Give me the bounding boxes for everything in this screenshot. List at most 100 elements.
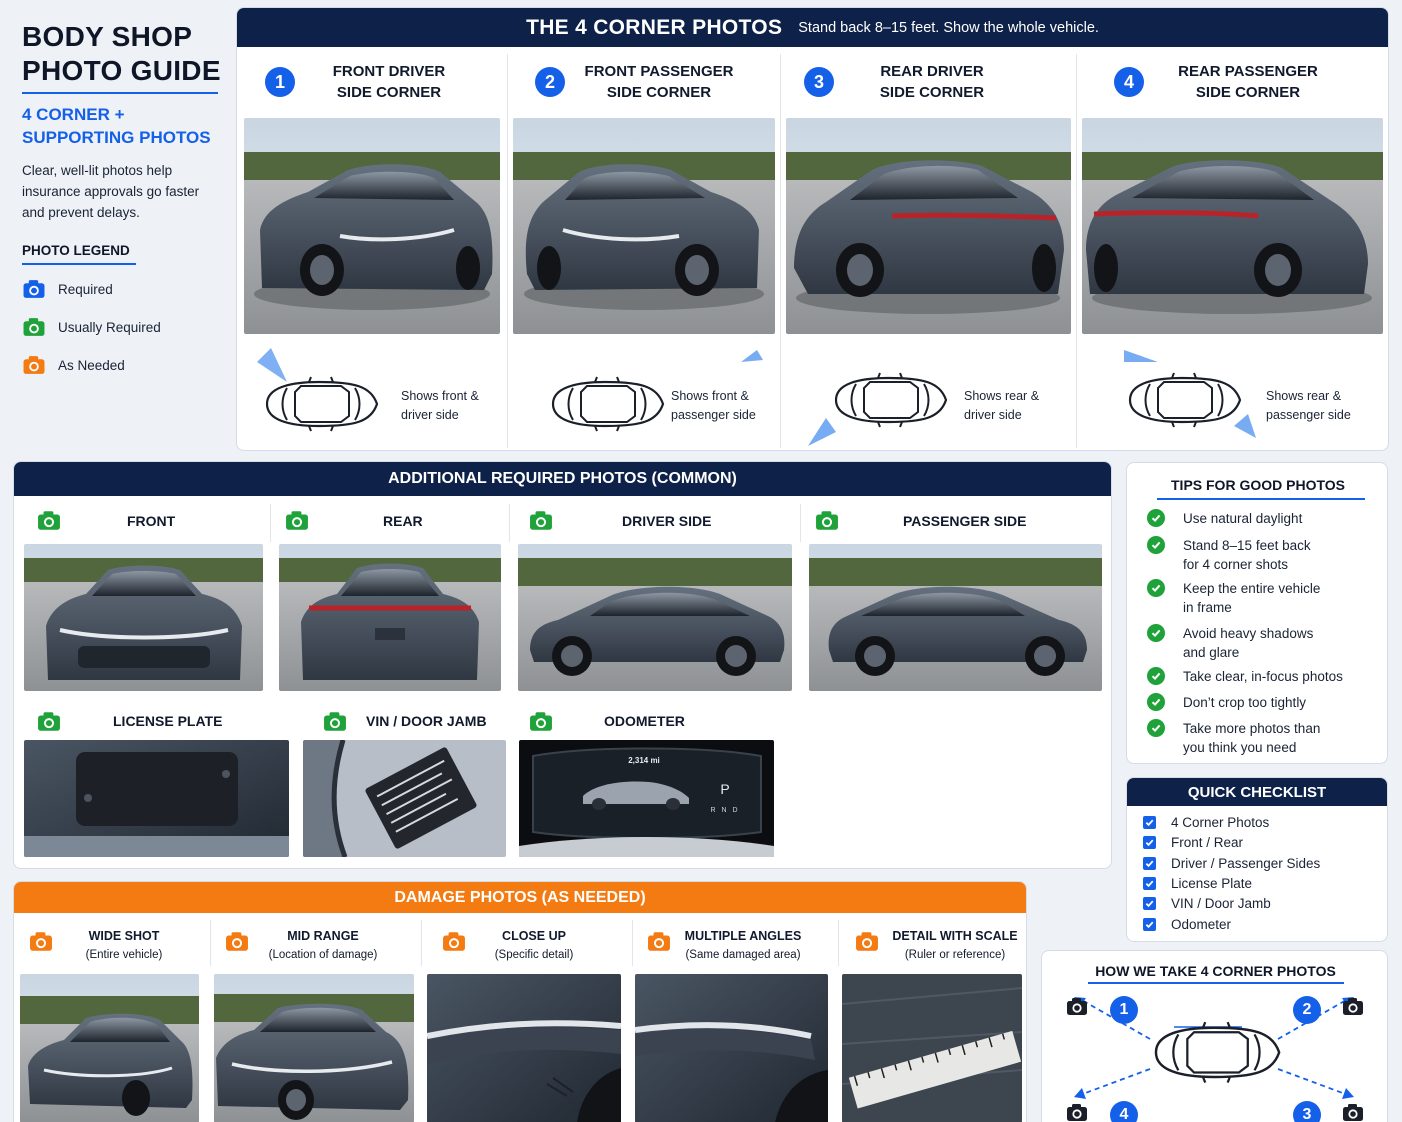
howto-panel: HOW WE TAKE 4 CORNER PHOTOS 1 2 4 3 <box>1041 950 1388 1122</box>
photo-close-up <box>427 974 621 1122</box>
camera-icon <box>1067 1104 1087 1121</box>
title-rule <box>22 92 218 94</box>
damage-detail-with-scale-label: DETAIL WITH SCALE(Ruler or reference) <box>890 927 1020 964</box>
checklist-item[interactable]: Odometer <box>1143 917 1231 932</box>
divider <box>421 920 422 966</box>
howto-num-1: 1 <box>1110 996 1138 1024</box>
intro-text: Clear, well-lit photos help insurance ap… <box>22 163 200 220</box>
tip-text: Take clear, in-focus photos <box>1183 669 1343 684</box>
odometer-reading: 2,314 mi <box>628 756 660 765</box>
legend-title: PHOTO LEGEND <box>22 243 130 258</box>
divider <box>270 504 271 542</box>
guide-subtitle: 4 CORNER + SUPPORTING PHOTOS <box>22 103 211 149</box>
photo-front-driver-corner <box>244 118 500 334</box>
label-vin-door-jamb: VIN / DOOR JAMB <box>366 713 487 729</box>
photo-wide-shot <box>20 974 199 1122</box>
title-line: SIDE CORNER <box>879 84 985 101</box>
howto-title: HOW WE TAKE 4 CORNER PHOTOS <box>1095 963 1336 979</box>
camera-icon <box>443 932 465 951</box>
legend-required: Required <box>22 277 113 301</box>
checkbox-checked-icon[interactable] <box>1143 897 1156 911</box>
additional-header: ADDITIONAL REQUIRED PHOTOS (COMMON) <box>14 462 1111 496</box>
corner-photo-title: FRONT PASSENGER SIDE CORNER <box>569 61 749 103</box>
checkbox-checked-icon[interactable] <box>1143 816 1156 829</box>
subtitle-line2: SUPPORTING PHOTOS <box>22 128 211 147</box>
step-number: 2 <box>535 67 565 97</box>
damage-title: WIDE SHOT <box>88 929 160 943</box>
desc-line: passenger side <box>1266 408 1351 422</box>
camera-icon <box>286 511 308 530</box>
photo-vin-door-jamb <box>303 740 506 857</box>
label-odometer: ODOMETER <box>604 713 685 729</box>
photo-odometer: 2,314 mi P R N D <box>519 740 774 857</box>
check-circle-icon <box>1147 624 1165 642</box>
title-line: FRONT DRIVER <box>332 63 446 80</box>
corner-front-passenger: 2 FRONT PASSENGER SIDE CORNER Shows fron… <box>507 54 780 450</box>
tip-text: Take more photos than <box>1183 721 1321 736</box>
camera-icon <box>23 356 45 374</box>
camera-icon <box>530 511 552 530</box>
camera-icon <box>816 511 838 530</box>
checklist-item[interactable]: Front / Rear <box>1143 835 1243 850</box>
guide-title-line1: BODY SHOP <box>22 21 193 52</box>
title-line: REAR DRIVER <box>880 63 984 80</box>
photo-driver-side <box>518 544 792 691</box>
damage-title: DETAIL WITH SCALE <box>892 929 1018 943</box>
damage-sub: (Same damaged area) <box>685 949 801 961</box>
title-line: FRONT PASSENGER <box>584 63 734 80</box>
checklist-item[interactable]: VIN / Door Jamb <box>1143 896 1271 911</box>
label-license-plate: LICENSE PLATE <box>113 713 223 729</box>
guide-title-line2: PHOTO GUIDE <box>22 55 221 86</box>
label-rear: REAR <box>383 513 423 529</box>
howto-rule <box>1088 982 1344 984</box>
damage-photos-panel: DAMAGE PHOTOS (AS NEEDED) WIDE SHOT (Enti… <box>13 881 1027 1122</box>
corner-photo-description: Shows front & passenger side <box>671 387 756 425</box>
damage-wide-shot-label: WIDE SHOT (Entire vehicle) <box>64 927 184 964</box>
corner-rear-driver: 3 REAR DRIVER SIDE CORNER Shows rear & d… <box>780 54 1076 450</box>
corner-photo-title: FRONT DRIVER SIDE CORNER <box>299 61 479 103</box>
divider <box>210 920 211 966</box>
legend-usually-required: Usually Required <box>22 315 161 339</box>
legend-as-needed: As Needed <box>22 353 125 377</box>
photo-passenger-side <box>809 544 1102 691</box>
desc-line: Shows front & <box>401 389 479 403</box>
corner-photo-description: Shows front & driver side <box>401 387 479 425</box>
checklist-item[interactable]: 4 Corner Photos <box>1143 815 1269 830</box>
check-circle-icon <box>1147 667 1165 685</box>
tip-text: Use natural daylight <box>1183 511 1303 526</box>
checkbox-checked-icon[interactable] <box>1143 917 1156 931</box>
corner-photos-panel: THE 4 CORNER PHOTOS Stand back 8–15 feet… <box>236 7 1389 451</box>
checkbox-checked-icon[interactable] <box>1143 876 1156 890</box>
gear-options: R N D <box>710 807 739 814</box>
gear-indicator: P <box>720 781 729 797</box>
corner-header: THE 4 CORNER PHOTOS Stand back 8–15 feet… <box>237 8 1388 47</box>
checklist-item[interactable]: Driver / Passenger Sides <box>1143 856 1320 871</box>
check-circle-icon <box>1147 693 1165 711</box>
corner-photo-description: Shows rear & passenger side <box>1266 387 1351 425</box>
camera-icon <box>226 932 248 951</box>
howto-num-4: 4 <box>1110 1101 1138 1122</box>
damage-sub: (Location of damage) <box>268 949 378 961</box>
label-front: FRONT <box>127 513 176 529</box>
label-passenger-side: PASSENGER SIDE <box>903 513 1027 529</box>
divider <box>838 920 839 966</box>
title-line: REAR PASSENGER <box>1178 63 1318 80</box>
label-driver-side: DRIVER SIDE <box>622 513 712 529</box>
camera-icon <box>38 511 60 530</box>
damage-header: DAMAGE PHOTOS (AS NEEDED) <box>14 882 1026 913</box>
subtitle-line1: 4 CORNER + <box>22 105 125 124</box>
camera-icon <box>23 280 45 298</box>
checklist-item[interactable]: License Plate <box>1143 876 1252 891</box>
tip-text: Don’t crop too tightly <box>1183 695 1307 710</box>
photo-front-passenger-corner <box>513 118 775 334</box>
tips-panel: TIPS FOR GOOD PHOTOS Use natural dayligh… <box>1126 462 1388 764</box>
damage-sub: (Specific detail) <box>494 949 574 961</box>
corner-photo-title: REAR PASSENGER SIDE CORNER <box>1148 61 1348 103</box>
title-line: SIDE CORNER <box>606 84 712 101</box>
tip-text: Stand 8–15 feet back <box>1183 538 1311 553</box>
checkbox-checked-icon[interactable] <box>1143 836 1156 850</box>
damage-sub: (Entire vehicle) <box>85 949 163 961</box>
checkbox-checked-icon[interactable] <box>1143 856 1156 870</box>
divider <box>632 920 633 966</box>
tip-text: you think you need <box>1183 740 1297 755</box>
